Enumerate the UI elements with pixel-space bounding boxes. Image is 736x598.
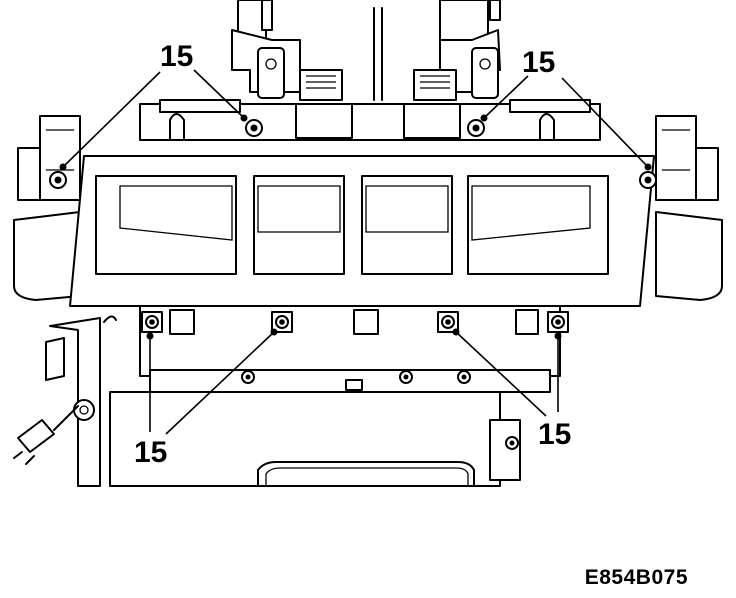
bolt-bottom-4 (547, 311, 569, 333)
leader-bottom-right-a (455, 331, 547, 417)
bolt-top-left (245, 119, 263, 137)
side-flanges (17, 115, 719, 201)
leader-top-left-a (62, 71, 161, 168)
figure-code: E854B075 (584, 566, 688, 589)
callout-top-right: 15 (522, 46, 555, 79)
vent-outlet-2 (253, 175, 345, 275)
leader-top-left-b (193, 69, 245, 119)
leader-top-right-a (483, 75, 529, 119)
wing-panels (13, 211, 723, 301)
bolt-bottom-2 (271, 311, 293, 333)
upper-ducts (231, 0, 501, 101)
callout-bottom-right: 15 (538, 418, 571, 451)
bolt-top-right (467, 119, 485, 137)
leader-bottom-left-b (165, 331, 275, 435)
vent-outlet-4 (467, 175, 609, 275)
upper-housing (139, 99, 601, 141)
bolts (49, 119, 657, 333)
connector-plug (17, 419, 55, 453)
callout-bottom-left: 15 (134, 436, 167, 469)
callout-top-left: 15 (160, 40, 193, 73)
bolt-bottom-3 (437, 311, 459, 333)
bolt-bottom-1 (141, 311, 163, 333)
leader-lines (59, 69, 652, 435)
left-side-structure (13, 315, 117, 487)
vent-outlet-3 (361, 175, 453, 275)
bolt-side-right (639, 171, 657, 189)
vent-frame (69, 155, 655, 307)
leader-top-right-b (561, 77, 649, 168)
bolt-side-left (49, 171, 67, 189)
vent-outlet-1 (95, 175, 237, 275)
lower-housing (109, 305, 561, 487)
